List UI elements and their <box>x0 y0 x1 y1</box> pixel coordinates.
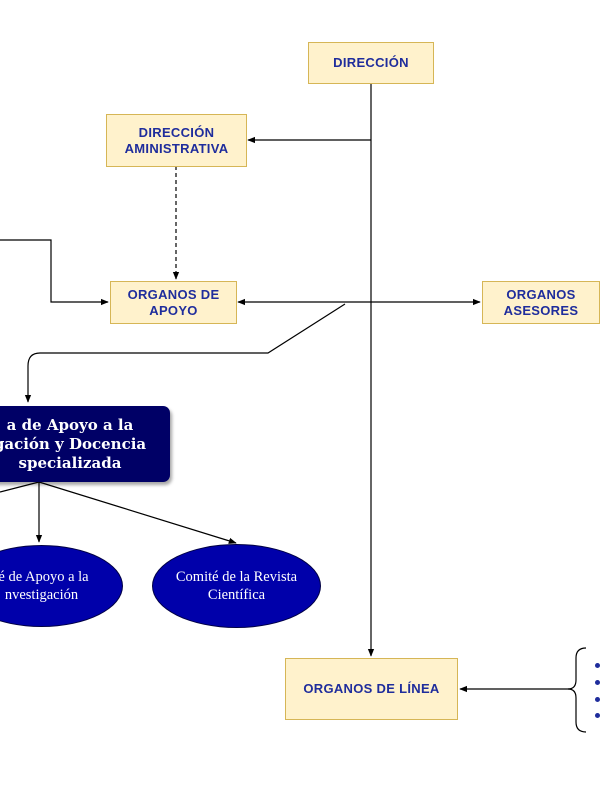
list-bullet <box>595 663 600 668</box>
node-comite-revista-label: Comité de la Revista Científica <box>175 569 298 603</box>
node-direccion-administrativa: DIRECCIÓN AMINISTRATIVA <box>106 114 247 167</box>
node-organos-apoyo: ORGANOS DE APOYO <box>110 281 237 324</box>
list-bullet <box>595 680 600 685</box>
node-organos-linea: ORGANOS DE LÍNEA <box>285 658 458 720</box>
node-unidad-apoyo: a de Apoyo a la gación y Docencia specia… <box>0 406 170 482</box>
connector-navy-left <box>0 481 40 493</box>
node-comite-revista: Comité de la Revista Científica <box>152 544 321 628</box>
connector-to-comite-revista <box>38 481 237 544</box>
node-direccion: DIRECCIÓN <box>308 42 434 84</box>
list-bullet <box>595 697 600 702</box>
node-organos-apoyo-label: ORGANOS DE APOYO <box>127 286 220 318</box>
node-organos-asesores-label: ORGANOS ASESORES <box>503 286 579 318</box>
connector-to-unidad-apoyo <box>24 303 346 403</box>
brace-bracket <box>567 647 587 733</box>
node-direccion-administrativa-label: DIRECCIÓN AMINISTRATIVA <box>124 124 229 156</box>
node-comite-investigacion-label: té de Apoyo a la nvestigación <box>0 569 89 603</box>
connector-left-to-apoyo <box>0 239 109 306</box>
node-direccion-label: DIRECCIÓN <box>333 55 409 70</box>
node-organos-asesores: ORGANOS ASESORES <box>482 281 600 324</box>
node-organos-linea-label: ORGANOS DE LÍNEA <box>303 681 440 696</box>
list-bullet <box>595 713 600 718</box>
node-unidad-apoyo-label: a de Apoyo a la gación y Docencia specia… <box>0 415 147 472</box>
